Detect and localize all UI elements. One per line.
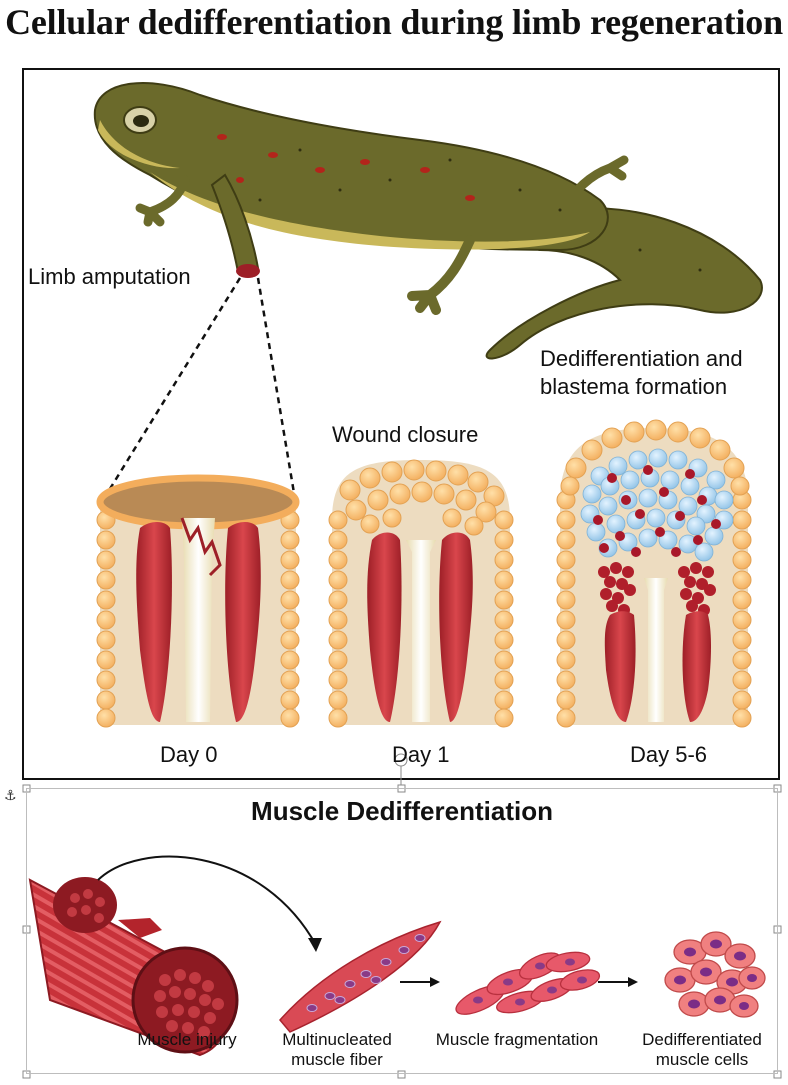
stage-day1-illustration (328, 459, 514, 728)
stage-day5-6-label: Day 5-6 (630, 742, 708, 767)
injury-arrow (97, 855, 317, 946)
zoom-line-right (256, 277, 298, 506)
stage-day5-6-illustration (556, 419, 752, 728)
blastema-label-line1: Dedifferentiation and (540, 346, 743, 371)
zoom-line-left (98, 277, 242, 506)
step-dedifferentiated-line2: muscle cells (655, 1050, 749, 1069)
muscle-panel-title: Muscle Dedifferentiation (251, 796, 553, 826)
salamander-illustration (93, 82, 763, 360)
step-fragmentation-label: Muscle fragmentation (435, 1030, 599, 1049)
stage-day0-illustration (96, 474, 300, 728)
limb-amputation-label: Limb amputation (28, 264, 191, 289)
step-dedifferentiated-line1: Dedifferentiated (642, 1030, 762, 1049)
muscle-injury-illustration (28, 877, 239, 1057)
dedifferentiated-cells-illustration (664, 931, 766, 1018)
muscle-dedifferentiation-panel (26, 788, 778, 1074)
step-muscle-injury-label: Muscle injury (137, 1030, 237, 1049)
multinucleated-fiber-illustration (279, 920, 442, 1033)
anchor-icon: ⚓ (4, 788, 17, 804)
blastema-label-line2: blastema formation (540, 374, 728, 399)
fragmentation-illustration (455, 951, 601, 1015)
step-multinucleated-line1: Multinucleated (282, 1030, 392, 1049)
wound-closure-label: Wound closure (332, 422, 479, 447)
step-multinucleated-line2: muscle fiber (291, 1050, 383, 1069)
figure-title: Cellular dedifferentiation during limb r… (5, 2, 783, 42)
stage-day0-label: Day 0 (160, 742, 218, 767)
stage-day1-label: Day 1 (392, 742, 450, 767)
